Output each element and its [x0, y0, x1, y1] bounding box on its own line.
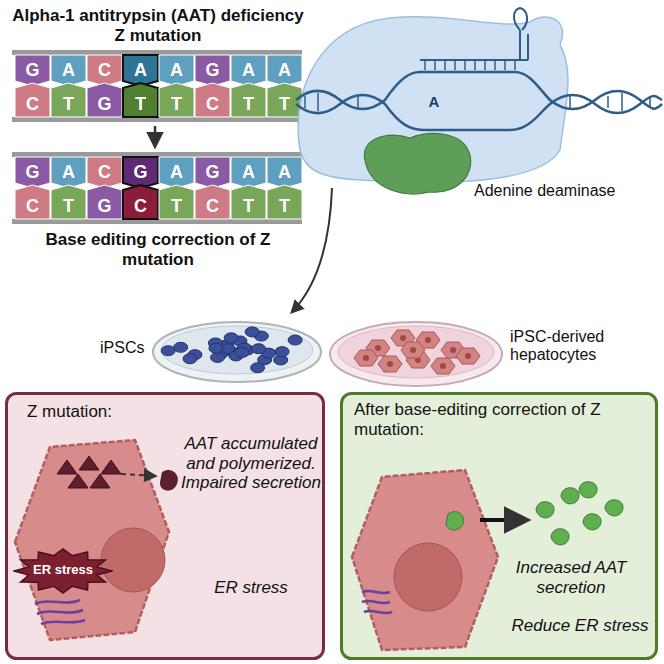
part-label: Adenine deaminase — [474, 182, 624, 200]
node-text: ER stress — [21, 563, 105, 578]
base-letter: A — [267, 60, 302, 81]
node-text: AAT accumulated and polymerized. Impaire… — [181, 434, 321, 493]
base-letter: G — [87, 94, 122, 115]
node-text: After base-editing correction of Z mutat… — [354, 400, 646, 439]
base-letter: A — [51, 60, 86, 81]
petri-dish: iPSC-derived hepatocytes — [328, 310, 662, 390]
adenine-deaminase — [364, 134, 470, 194]
base-letter: G — [123, 162, 158, 183]
base-letter: T — [267, 94, 302, 115]
node-text: ER stress — [181, 578, 321, 598]
base-letter: A — [231, 60, 266, 81]
base-letter: T — [123, 94, 158, 115]
guide-rna — [420, 59, 528, 61]
base-letter: A — [231, 162, 266, 183]
node-text: Increased AAT secretion — [490, 558, 652, 597]
er-stress-burst: ER stress — [13, 548, 113, 594]
node-text: iPSCs — [100, 339, 152, 357]
rna-pairing — [425, 60, 515, 70]
base-letter: C — [87, 60, 122, 81]
outcome-panel: After base-editing correction of Z mutat… — [340, 392, 658, 660]
base-letter: C — [15, 196, 50, 217]
node-text: Z mutation: — [27, 402, 227, 422]
dna-rungs — [305, 93, 650, 111]
heading: Alpha-1 antitrypsin (AAT) deficiency Z m… — [12, 6, 304, 45]
node-text: iPSC-derived hepatocytes — [510, 328, 656, 365]
base-letter: G — [87, 196, 122, 217]
base-letter: T — [51, 196, 86, 217]
base-letter: T — [267, 196, 302, 217]
base-letter: T — [159, 196, 194, 217]
base-letter: C — [195, 94, 230, 115]
petri-dish: iPSCs — [100, 312, 325, 387]
base-letter: T — [231, 196, 266, 217]
node-text: Reduce ER stress — [508, 616, 652, 636]
base-letter: A — [51, 162, 86, 183]
base-letter: C — [195, 196, 230, 217]
outcome-panel-shape — [5, 392, 325, 660]
base-letter: A — [123, 60, 158, 81]
base-letter: G — [195, 60, 230, 81]
down-arrow — [154, 126, 157, 146]
base-letter: A — [267, 162, 302, 183]
base-letter: C — [15, 94, 50, 115]
base-letter: G — [195, 162, 230, 183]
heading: Base editing correction of Z mutation — [12, 230, 304, 269]
base-letter: C — [87, 162, 122, 183]
outcome-panel: Z mutation: AAT accumulated and polymeriz… — [5, 392, 325, 660]
base-letter: G — [15, 162, 50, 183]
dna-strand — [296, 95, 662, 130]
target-base: A — [426, 93, 442, 110]
guide-rna — [514, 8, 528, 60]
base-letter: T — [231, 94, 266, 115]
base-letter: C — [123, 196, 158, 217]
petri-dish-shape — [328, 310, 662, 390]
base-letter: A — [159, 162, 194, 183]
base-letter: G — [15, 60, 50, 81]
base-letter: T — [159, 94, 194, 115]
curved-arrow — [292, 188, 332, 312]
dna-strand — [296, 72, 662, 109]
dna-tiles — [12, 50, 302, 224]
base-letter: T — [51, 94, 86, 115]
base-letter: A — [159, 60, 194, 81]
